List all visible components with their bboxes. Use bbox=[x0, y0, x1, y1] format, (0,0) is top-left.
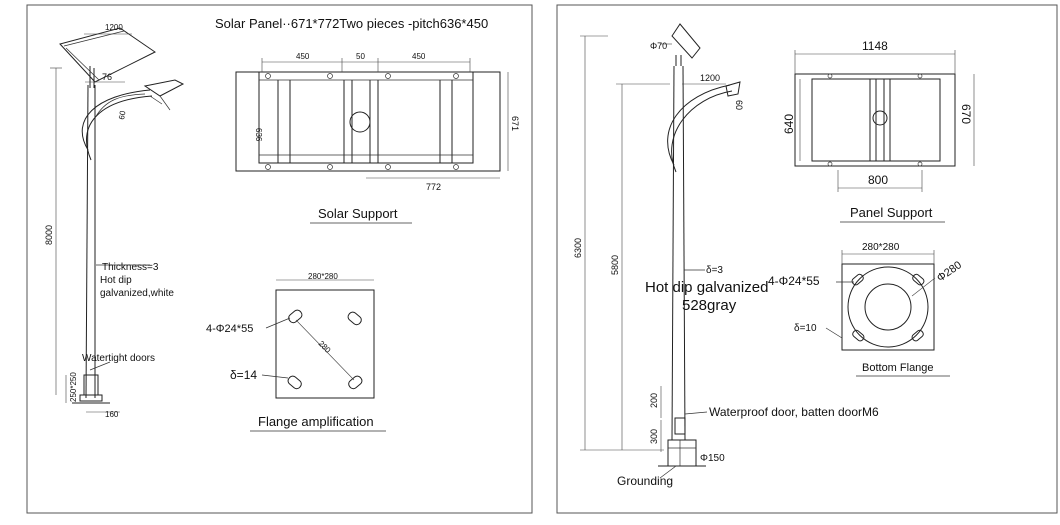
dim-phi280: Φ280 bbox=[935, 259, 964, 284]
note-waterproof-door: Waterproof door, batten doorM6 bbox=[709, 405, 879, 419]
bottom-flange-inner-circle bbox=[864, 283, 912, 331]
dim-phi150: Φ150 bbox=[700, 453, 725, 464]
dim-left-250: 250*250 bbox=[69, 372, 78, 402]
dim-h636: 636 bbox=[254, 128, 263, 142]
left-flange-drawing: 280*280 280 4-Φ24*55 δ=14 bbox=[206, 272, 375, 399]
right-sheet-frame bbox=[556, 4, 1058, 514]
dim-left-60: 60 bbox=[117, 109, 128, 120]
dim-bottom-280x280: 280*280 bbox=[862, 242, 900, 253]
dim-flange-280x280: 280*280 bbox=[308, 272, 338, 281]
note-watertight-doors: Watertight doors bbox=[82, 353, 155, 364]
right-pole-drawing: Φ70 1200 60 6300 5800 200 300 Φ150 δ=3 H… bbox=[573, 23, 879, 488]
right-foundation bbox=[667, 439, 697, 467]
dim-h671: 671 bbox=[510, 116, 520, 131]
bottom-flange-plate bbox=[841, 263, 935, 351]
left-pole-drawing: 1200 76 60 8000 250*250 160 Thickness=3 … bbox=[44, 23, 185, 419]
caption-solar-support: Solar Support bbox=[318, 206, 398, 221]
dim-w450b: 450 bbox=[412, 52, 426, 61]
right-pole bbox=[671, 65, 675, 441]
bottom-flange-drawing: 280*280 4-Φ24*55 Φ280 δ=10 bbox=[768, 242, 964, 351]
solar-support-outer bbox=[235, 71, 501, 172]
solar-support-hub bbox=[349, 111, 371, 133]
left-sheet-frame bbox=[26, 4, 533, 514]
note-528gray: 528gray bbox=[682, 297, 737, 314]
left-lamp-arm bbox=[81, 89, 151, 151]
dim-w50: 50 bbox=[356, 52, 365, 61]
dim-w772: 772 bbox=[426, 182, 441, 192]
note-bolts-right: 4-Φ24*55 bbox=[768, 274, 820, 288]
note-grounding: Grounding bbox=[617, 474, 673, 488]
left-flange-plate bbox=[275, 289, 375, 399]
dim-h640: 640 bbox=[782, 114, 796, 134]
note-bolts-left: 4-Φ24*55 bbox=[206, 323, 253, 335]
dim-h200: 200 bbox=[649, 393, 659, 408]
dim-left-8000: 8000 bbox=[44, 225, 54, 245]
right-lamp-head bbox=[725, 81, 741, 97]
dim-w1148: 1148 bbox=[862, 39, 888, 53]
note-galvanized-white: galvanized,white bbox=[100, 288, 174, 299]
dim-w800: 800 bbox=[868, 173, 888, 187]
left-title: Solar Panel··671*772Two pieces -pitch636… bbox=[215, 16, 488, 31]
right-door bbox=[674, 417, 686, 435]
caption-flange-amplification: Flange amplification bbox=[258, 414, 374, 429]
panel-support-drawing: 1148 640 670 800 bbox=[782, 39, 975, 192]
solar-support-frame bbox=[258, 71, 474, 164]
dim-left-160: 160 bbox=[105, 410, 119, 419]
panel-support-outer bbox=[794, 73, 956, 167]
right-lamp-arm bbox=[667, 84, 731, 166]
left-solar-panel bbox=[59, 27, 156, 83]
dim-h300: 300 bbox=[649, 429, 659, 444]
left-pole bbox=[85, 84, 89, 399]
dim-w450a: 450 bbox=[296, 52, 310, 61]
note-delta14: δ=14 bbox=[230, 368, 257, 382]
dim-left-1200: 1200 bbox=[105, 23, 123, 32]
dim-h670: 670 bbox=[959, 104, 973, 124]
note-delta10: δ=10 bbox=[794, 323, 817, 334]
dim-flange-diag: 280 bbox=[317, 339, 333, 355]
left-lamp-head bbox=[143, 79, 185, 97]
dim-left-76: 76 bbox=[102, 72, 112, 82]
dim-h5800: 5800 bbox=[610, 255, 620, 275]
dim-right-60: 60 bbox=[734, 100, 744, 110]
note-delta3: δ=3 bbox=[706, 265, 723, 276]
note-hot-dip-galvanized: Hot dip galvanized bbox=[645, 279, 768, 296]
caption-panel-support: Panel Support bbox=[850, 205, 933, 220]
bottom-flange-outer-circle bbox=[847, 266, 929, 348]
dim-phi70: Φ70 bbox=[650, 41, 667, 51]
caption-bottom-flange: Bottom Flange bbox=[862, 362, 934, 374]
panel-support-hub bbox=[872, 110, 888, 126]
solar-support-drawing: 450 50 450 636 671 772 bbox=[235, 52, 520, 192]
note-thickness: Thickness=3 bbox=[102, 262, 159, 273]
dim-right-1200: 1200 bbox=[700, 73, 720, 83]
left-base bbox=[79, 394, 103, 402]
note-hot-dip: Hot dip bbox=[100, 275, 132, 286]
right-solar-panel bbox=[671, 23, 701, 59]
dim-h6300: 6300 bbox=[573, 238, 583, 258]
